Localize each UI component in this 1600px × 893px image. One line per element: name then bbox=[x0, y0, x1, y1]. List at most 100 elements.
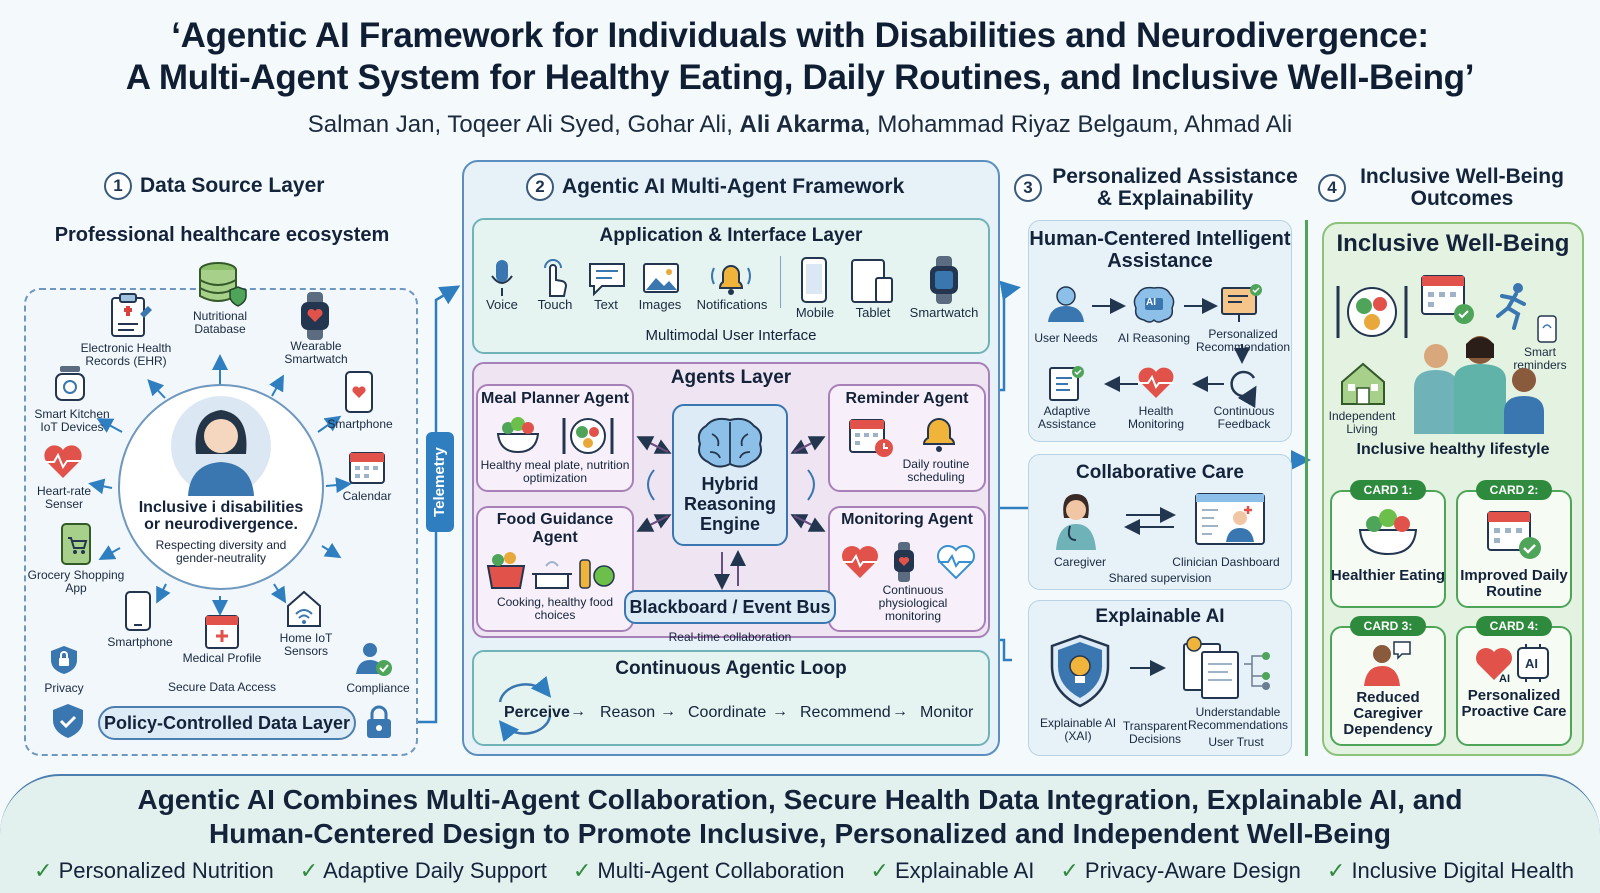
compliance-user-icon bbox=[356, 643, 392, 676]
food-guidance-title: Food Guidance Agent bbox=[496, 511, 614, 546]
center-title: Inclusive i disabilities or neurodiverge… bbox=[138, 499, 304, 533]
policy-data-layer: Policy-Controlled Data Layer bbox=[98, 706, 356, 740]
healthy-plate-icon bbox=[1336, 286, 1408, 338]
hci-ai-reasoning: AI Reasoning bbox=[1117, 331, 1191, 345]
blackboard-event-bus[interactable]: Blackboard / Event Bus bbox=[624, 590, 836, 624]
reminder-calendar-icon bbox=[849, 419, 893, 457]
card-4[interactable] bbox=[1456, 626, 1572, 746]
footer-panel bbox=[0, 774, 1600, 893]
grocery-app-icon bbox=[61, 523, 91, 565]
card-4-ai-chip: AI bbox=[1525, 656, 1538, 671]
engine-label: Hybrid Reasoning Engine bbox=[683, 474, 776, 534]
loop-cycle-icon bbox=[498, 676, 552, 742]
input-notifications: Notifications bbox=[696, 297, 768, 312]
smartwatch-icon bbox=[301, 292, 329, 340]
footer-checklist: ✓ Personalized Nutrition ✓ Adaptive Dail… bbox=[34, 858, 1574, 884]
app-layer-title: Application & Interface Layer bbox=[599, 225, 863, 246]
ai-chip-small: AI bbox=[1146, 297, 1156, 308]
card-3-label: Reduced Caregiver Dependency bbox=[1343, 689, 1433, 738]
hci-title: Human-Centered Intelligent Assistance bbox=[1029, 228, 1291, 272]
card-2-calendar-icon bbox=[1487, 511, 1541, 559]
footer-check-6-text: Inclusive Digital Health bbox=[1351, 858, 1574, 883]
device-smartwatch: Smartwatch bbox=[909, 305, 979, 320]
xai-arrow bbox=[1130, 660, 1166, 676]
collab-title: Collaborative Care bbox=[1076, 462, 1244, 483]
card-1-salad-icon bbox=[1358, 509, 1418, 556]
col2-heading: 2 Agentic AI Multi-Agent Framework bbox=[526, 173, 904, 201]
card-4-ai-small: AI bbox=[1499, 673, 1510, 685]
check-icon: ✓ bbox=[1326, 858, 1346, 883]
check-icon: ✓ bbox=[34, 858, 53, 883]
database-icon bbox=[199, 262, 247, 307]
calendar-icon bbox=[349, 452, 385, 484]
independent-living-label: Independent Living bbox=[1328, 409, 1396, 436]
notifications-bell-icon bbox=[711, 265, 751, 295]
authors-part-2: , Mohammad Riyaz Belgaum, Ahmad Ali bbox=[864, 111, 1293, 138]
card-3-caregiver-icon bbox=[1364, 641, 1411, 686]
compliance-label: Compliance bbox=[346, 681, 410, 695]
loop-arrow-2: → bbox=[660, 703, 676, 720]
loop-arrow-3: → bbox=[772, 703, 788, 720]
card-2-tag: CARD 2: bbox=[1476, 480, 1552, 500]
col4-heading-text: Inclusive Well-Being Outcomes bbox=[1360, 165, 1564, 211]
smartphone-heart-icon bbox=[345, 371, 373, 413]
collab-shared: Shared supervision bbox=[1108, 571, 1212, 585]
realtime-label: Real-time collaboration bbox=[668, 630, 792, 644]
title-line-1: ‘Agentic AI Framework for Individuals wi… bbox=[171, 16, 1429, 55]
col1-number: 1 bbox=[104, 172, 132, 200]
health-monitoring-icon bbox=[1138, 367, 1174, 398]
smartwatch-device-icon bbox=[930, 256, 958, 304]
input-voice: Voice bbox=[486, 297, 518, 312]
exchange-arrows-icon bbox=[1124, 507, 1176, 535]
lifestyle-label: Inclusive healthy lifestyle bbox=[1356, 441, 1550, 458]
col1-heading-text: Data Source Layer bbox=[140, 173, 325, 197]
user-avatar-icon bbox=[171, 396, 271, 496]
source-heartrate: Heart-rate Senser bbox=[36, 484, 92, 511]
hci-health: Health Monitoring bbox=[1127, 404, 1185, 431]
footer-line-2: Human-Centered Design to Promote Inclusi… bbox=[209, 818, 1391, 849]
device-tablet: Tablet bbox=[855, 305, 891, 320]
ehr-clipboard-icon bbox=[111, 293, 152, 337]
adaptive-assistance-icon bbox=[1049, 366, 1084, 401]
agentic-loop-box bbox=[472, 650, 990, 746]
hci-recommendation: Personalized Recommendation bbox=[1196, 327, 1291, 354]
card-4-tag: CARD 4: bbox=[1476, 616, 1552, 636]
card-1-label: Healthier Eating bbox=[1330, 567, 1446, 584]
source-calendar: Calendar bbox=[342, 489, 392, 503]
col2-heading-text: Agentic AI Multi-Agent Framework bbox=[562, 174, 905, 198]
salad-bowl-icon bbox=[496, 417, 540, 454]
col4-number: 4 bbox=[1318, 174, 1346, 203]
feedback-cycle-icon bbox=[1230, 370, 1257, 408]
authors-part-1: Salman Jan, Toqeer Ali Syed, Gohar Ali, bbox=[307, 111, 740, 138]
telemetry-bar bbox=[426, 432, 454, 532]
loop-arrow-4: → bbox=[892, 703, 908, 720]
footer-check-5-text: Privacy-Aware Design bbox=[1084, 858, 1301, 883]
xai-trust: User Trust bbox=[1208, 735, 1264, 749]
voice-microphone-icon bbox=[491, 260, 513, 296]
xai-shield-bulb-icon bbox=[1050, 634, 1110, 708]
loop-step-reason: Reason bbox=[600, 704, 656, 721]
footer-check-2-text: Adaptive Daily Support bbox=[323, 858, 547, 883]
understandable-docs-icon bbox=[1183, 636, 1270, 699]
source-kitchen: Smart Kitchen IoT Devices bbox=[34, 407, 110, 434]
col4-heading: 4 Inclusive Well-Being Outcomes bbox=[1318, 165, 1570, 211]
loop-title: Continuous Agentic Loop bbox=[615, 658, 847, 679]
running-person-icon bbox=[1496, 283, 1526, 330]
source-nutrition: Nutritional Database bbox=[192, 309, 248, 336]
hci-flow-arrows bbox=[1092, 298, 1250, 392]
card-3[interactable] bbox=[1330, 626, 1446, 746]
meal-plate-icon bbox=[562, 418, 614, 454]
source-smartphone-right: Smartphone bbox=[327, 417, 393, 431]
touch-hand-icon bbox=[544, 259, 568, 297]
ai-reasoning-brain-icon bbox=[1133, 286, 1175, 323]
privacy-label: Privacy bbox=[44, 681, 84, 695]
footer-check-4-text: Explainable AI bbox=[894, 858, 1035, 883]
tablet-icon bbox=[851, 259, 893, 303]
device-mobile: Mobile bbox=[795, 305, 835, 320]
col1-subheading: Professional healthcare ecosystem bbox=[54, 224, 390, 246]
source-medical: Medical Profile bbox=[182, 651, 262, 665]
footer-check-1: ✓ Personalized Nutrition bbox=[34, 858, 274, 884]
medical-profile-icon bbox=[205, 615, 239, 649]
check-icon: ✓ bbox=[1060, 858, 1079, 883]
center-subtitle: Respecting diversity and gender-neutrali… bbox=[155, 538, 287, 565]
